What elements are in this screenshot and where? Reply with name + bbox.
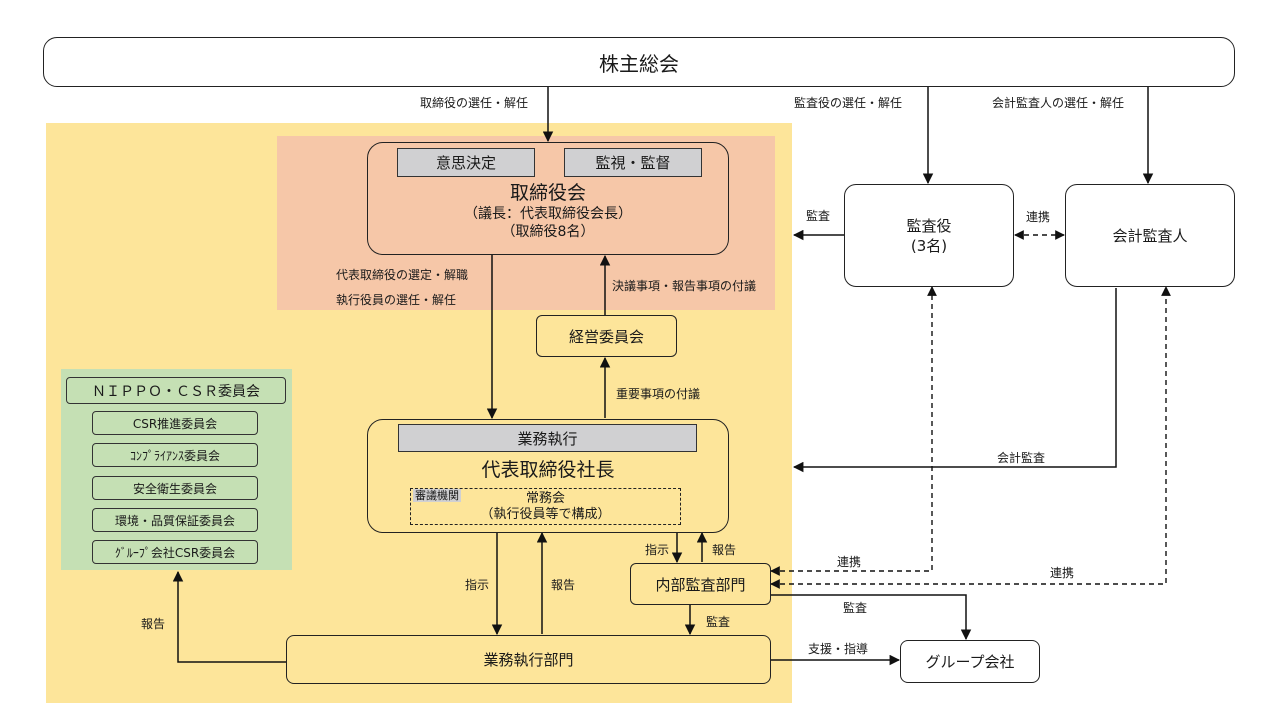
decision-making-tag: 意思決定	[397, 148, 535, 177]
auditors-box[interactable]: 監査役 (3名)	[844, 184, 1014, 287]
label-instruct-internal: 指示	[645, 543, 670, 557]
shareholders-label: 株主総会	[599, 51, 679, 76]
president-title: 代表取締役社長	[481, 459, 615, 481]
label-elect-directors: 取締役の選任・解任	[420, 96, 529, 110]
label-submit-resolutions: 決議事項・報告事項の付議	[612, 279, 757, 293]
label-report-business: 報告	[551, 578, 576, 592]
label-audit-board: 監査	[806, 209, 831, 223]
csr-committee-title[interactable]: ＮＩＰＰＯ・ＣＳＲ委員会	[66, 377, 286, 404]
label-report-internal: 報告	[712, 543, 737, 557]
label-cooperation-internal-2: 連携	[1050, 566, 1075, 580]
accounting-auditor-box[interactable]: 会計監査人	[1065, 184, 1235, 287]
label-elect-accounting-auditor: 会計監査人の選任・解任	[992, 96, 1125, 110]
business-departments-box[interactable]: 業務執行部門	[286, 635, 771, 684]
board-chair: （議長：代表取締役会長）	[464, 206, 632, 222]
label-audit-business: 監査	[706, 615, 731, 629]
csr-promotion-committee[interactable]: CSR推進委員会	[92, 411, 258, 435]
business-departments-title: 業務執行部門	[483, 651, 574, 669]
internal-audit-box[interactable]: 内部監査部門	[630, 563, 771, 605]
label-select-representative: 代表取締役の選定・解職	[336, 268, 469, 282]
accounting-auditor-title: 会計監査人	[1112, 227, 1188, 245]
label-elect-auditors: 監査役の選任・解任	[794, 96, 903, 110]
shareholders-meeting[interactable]: 株主総会	[43, 37, 1235, 87]
environment-quality-committee[interactable]: 環境・品質保証委員会	[92, 508, 258, 532]
label-submit-important: 重要事項の付議	[616, 387, 701, 401]
executive-council-box[interactable]: 常務会 （執行役員等で構成）	[410, 488, 681, 525]
executive-council-note: （執行役員等で構成）	[480, 506, 611, 522]
group-csr-committee[interactable]: ｸﾞﾙｰﾌﾟ会社CSR委員会	[92, 540, 258, 564]
label-accounting-audit: 会計監査	[997, 451, 1046, 465]
auditors-count: (3名)	[910, 236, 948, 255]
executive-council-title: 常務会	[525, 490, 565, 506]
label-cooperation-auditors: 連携	[1026, 210, 1051, 224]
internal-audit-title: 内部監査部門	[655, 575, 746, 594]
group-company-box[interactable]: グループ会社	[900, 640, 1040, 683]
management-committee-box[interactable]: 経営委員会	[536, 315, 677, 357]
board-members: （取締役8名）	[501, 224, 595, 240]
label-elect-officers: 執行役員の選任・解任	[336, 293, 457, 307]
supervision-tag: 監視・監督	[564, 148, 702, 177]
auditors-title: 監査役	[906, 216, 952, 235]
compliance-committee[interactable]: ｺﾝﾌﾟﾗｲｱﾝｽ委員会	[92, 443, 258, 467]
deliberation-body-tag: 審議機関	[413, 489, 461, 502]
label-cooperation-internal-1: 連携	[837, 555, 862, 569]
label-report-csr: 報告	[141, 617, 166, 631]
safety-health-committee[interactable]: 安全衛生委員会	[92, 476, 258, 500]
business-execution-tag: 業務執行	[398, 424, 697, 452]
label-instruct-business: 指示	[465, 578, 490, 592]
group-company-title: グループ会社	[925, 653, 1015, 671]
label-support-guidance: 支援・指導	[808, 642, 869, 656]
management-committee-title: 経営委員会	[568, 327, 644, 346]
label-audit-group: 監査	[843, 601, 868, 615]
board-title: 取締役会	[509, 182, 586, 204]
